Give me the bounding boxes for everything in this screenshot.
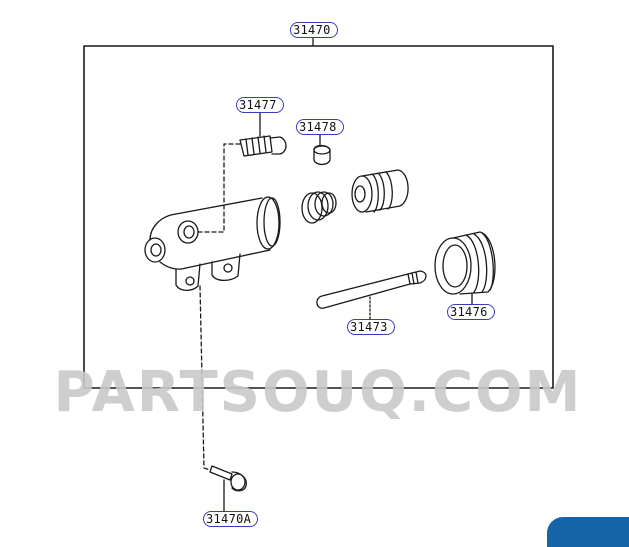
callout-31476[interactable]: 31476 (447, 304, 495, 320)
piston-drawing (351, 169, 409, 213)
callout-31477[interactable]: 31477 (236, 97, 284, 113)
cylinder-body-drawing (144, 196, 281, 292)
diagram-artwork (83, 36, 554, 513)
callout-31473[interactable]: 31473 (347, 319, 395, 335)
callout-31470[interactable]: 31470 (290, 22, 338, 38)
cap-drawing (313, 133, 331, 166)
parts-diagram: PARTSOUQ.COM 31470 31477 31478 31473 314… (54, 22, 629, 547)
boot-drawing (434, 231, 496, 306)
assembly-frame (83, 45, 554, 389)
push-rod-drawing (316, 270, 427, 321)
bleeder-screw-drawing (239, 111, 287, 157)
floating-action-button[interactable] (547, 517, 629, 547)
callout-31478[interactable]: 31478 (296, 119, 344, 135)
spring-drawing (301, 191, 337, 224)
bolt-drawing (209, 465, 247, 513)
callout-31470A[interactable]: 31470A (203, 511, 259, 527)
